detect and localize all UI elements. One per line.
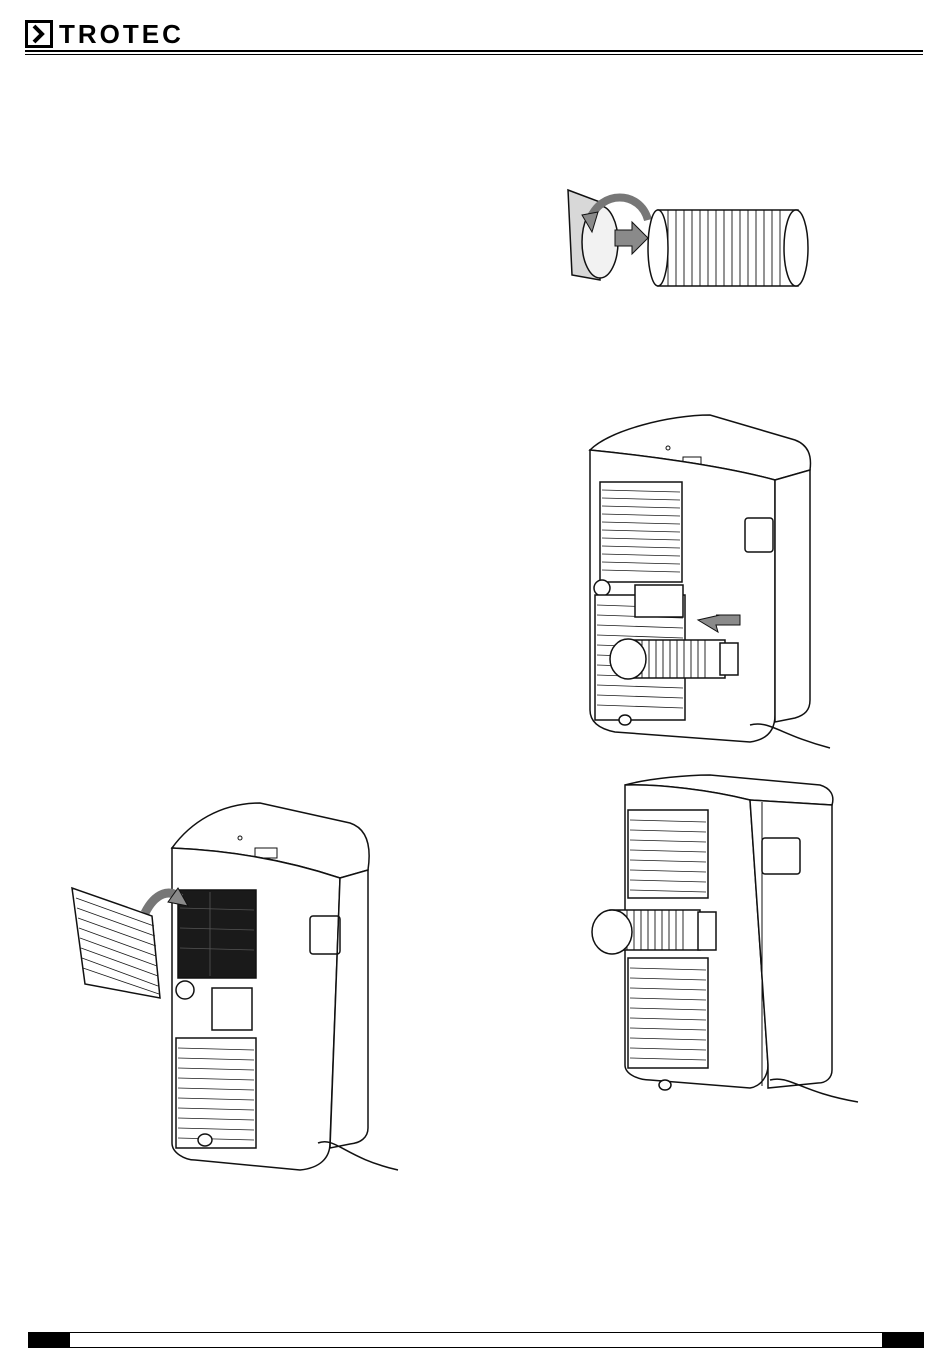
footer-right-block <box>882 1332 924 1348</box>
figure-unit-hose-insert <box>580 410 835 755</box>
unit-hose-mounted-icon <box>590 770 865 1105</box>
unit-hose-insert-icon <box>580 410 835 755</box>
header-rule-thin <box>25 54 923 55</box>
hose-adapter-icon <box>560 180 820 305</box>
figure-unit-hose-mounted <box>590 770 865 1105</box>
brand-name: TROTEC <box>59 20 184 48</box>
page-footer <box>28 1332 924 1348</box>
footer-left-block <box>28 1332 70 1348</box>
header-rule <box>25 50 923 52</box>
figure-hose-adapter <box>560 180 820 305</box>
figure-unit-filter <box>60 798 405 1173</box>
page-header: TROTEC <box>0 0 950 60</box>
brand-logo-icon <box>25 20 53 48</box>
brand-logo: TROTEC <box>25 20 184 48</box>
footer-rule <box>70 1332 882 1348</box>
unit-filter-removal-icon <box>60 798 405 1173</box>
